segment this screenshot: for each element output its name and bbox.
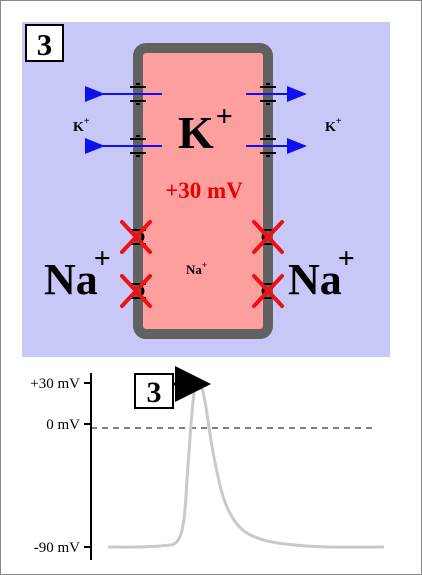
k-channel-bottom-left (130, 135, 146, 157)
y-tick-label: 0 mV (46, 417, 80, 433)
na-block-x-lower-left (120, 274, 152, 308)
na-block-x-lower-right (252, 274, 284, 308)
k-label-outside-left: K+ (73, 116, 90, 135)
na-block-x-upper-left (120, 220, 152, 254)
na-label-inside: Na+ (186, 260, 207, 277)
na-label-outside-right: Na+ (288, 242, 355, 304)
k-channel-top-left (130, 83, 146, 105)
na-block-x-upper-right (252, 220, 284, 254)
membrane-voltage-label: +30 mV (165, 178, 243, 203)
step-number-box (25, 24, 64, 62)
action-potential-graph: +30 mV 0 mV -90 mV 3 (30, 366, 385, 560)
k-label-inside: K+ (178, 100, 233, 158)
y-tick-label: -90 mV (34, 540, 80, 556)
k-channel-top-right (260, 83, 276, 105)
graph-step-box (134, 373, 174, 409)
graph-step-number: 3 (147, 376, 162, 409)
k-channel-bottom-right (260, 135, 276, 157)
cell-body (133, 43, 273, 339)
na-label-outside-left: Na+ (44, 242, 111, 304)
step-number: 3 (37, 27, 53, 62)
cell-diagram: 3 (22, 22, 390, 357)
y-tick-label: +30 mV (30, 376, 80, 392)
k-label-outside-right: K+ (325, 116, 342, 135)
